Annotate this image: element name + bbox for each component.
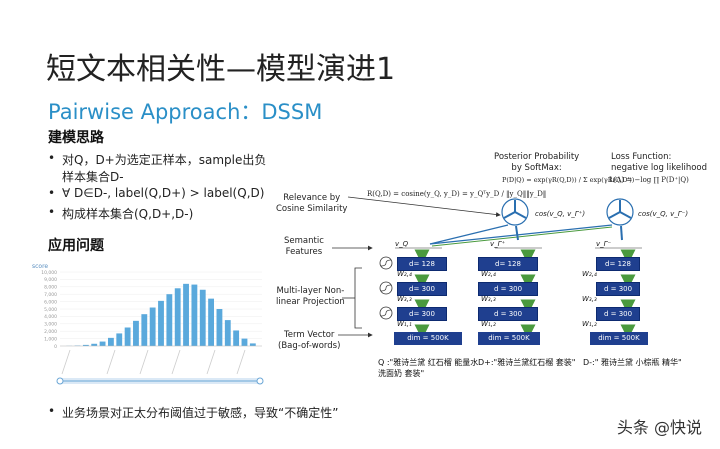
chart-bar xyxy=(241,338,248,346)
cosine-node-negative xyxy=(606,198,634,226)
wdn-3: W₁,₂ xyxy=(582,320,597,328)
cosine-node-positive xyxy=(501,198,529,226)
range-slider-left-handle[interactable] xyxy=(56,377,64,385)
q-input-dim: dim = 500K xyxy=(394,332,462,345)
wdp-2: W₃,₃ xyxy=(481,295,496,303)
vq-label: v_Q xyxy=(395,240,409,248)
posterior-formula: P(D|Q) = exp(γR(Q,D)) / Σ exp(γR(Q,D')) xyxy=(502,176,635,184)
wdp-1: W₂,₄ xyxy=(481,270,496,278)
activation-icons xyxy=(379,256,393,320)
chart-bar xyxy=(166,294,173,346)
chart-bar xyxy=(141,314,148,346)
range-slider-right-handle[interactable] xyxy=(256,377,264,385)
wq-3: W₁,₁ xyxy=(397,320,412,328)
chart-bar xyxy=(124,327,131,346)
y-tick-label: 2,000 xyxy=(44,329,57,335)
vq-to-cos-pos xyxy=(429,224,509,245)
loss-formula: L(Λ) = −log ∏ P(D⁺|Q) xyxy=(609,176,689,184)
cos-positive-label: cos(v_Q, v_Γ⁺) xyxy=(535,210,586,218)
chart-bar xyxy=(191,284,198,346)
chart-bar xyxy=(149,307,156,346)
section-application-issues: 应用问题 xyxy=(48,238,104,254)
x-tick-labels xyxy=(61,349,246,375)
projection-bracket xyxy=(354,267,362,329)
dp-layer-128: d= 128 xyxy=(478,257,538,271)
chart-title: score xyxy=(32,263,48,270)
dn-layer-300b: d = 300 xyxy=(596,307,640,321)
y-tick-label: 7,000 xyxy=(44,292,57,298)
dssm-diagram xyxy=(332,196,642,340)
y-tick-label: 4,000 xyxy=(44,314,57,320)
relevance-formula: R(Q,D) = cosine(y_Q, y_D) = y_Qᵀy_D / ‖y… xyxy=(367,190,547,198)
chart-bar xyxy=(91,343,98,346)
chart-bar xyxy=(133,320,139,346)
wq-2: W₃,₃ xyxy=(397,295,412,303)
y-tick-label: 1,000 xyxy=(44,336,57,342)
bullet-2: ∀ D∈D-, label(Q,D+) > label(Q,D) xyxy=(48,186,264,200)
chart-bars xyxy=(66,283,256,346)
dn-layer-128: d= 128 xyxy=(596,257,640,271)
section-modeling-idea: 建模思路 xyxy=(48,130,104,146)
vdp-label: v_Γ⁺ xyxy=(490,240,506,248)
layer-flow-arrows xyxy=(414,249,636,340)
chart-bar xyxy=(158,300,164,346)
bullet-1-continued: 样本集合D- xyxy=(62,170,124,184)
query-d-negative: D-:" 雅诗兰黛 小棕瓶 精华" xyxy=(583,358,682,367)
wdp-3: W₁,₂ xyxy=(481,320,496,328)
dn-layer-300a: d = 300 xyxy=(596,282,640,296)
wdn-1: W₂,₄ xyxy=(582,270,597,278)
chart-bar xyxy=(224,320,231,346)
y-tick-label: 9,000 xyxy=(44,277,57,283)
chart-bar xyxy=(107,337,114,346)
label-term-vector: Term Vector(Bag-of-words) xyxy=(278,330,341,351)
vdn-label: v_Γ⁻ xyxy=(596,240,612,248)
chart-bar xyxy=(183,283,189,346)
y-tick-label: 5,000 xyxy=(44,307,57,313)
chart-bar xyxy=(208,298,215,346)
y-tick-label: 6,000 xyxy=(44,299,57,305)
chart-bar xyxy=(174,288,181,346)
dp-input-dim: dim = 500K xyxy=(478,332,540,345)
vq-to-cos-neg-green xyxy=(431,226,613,247)
relevance-arrow xyxy=(347,196,501,217)
chart-bar xyxy=(216,309,223,346)
slide-title: 短文本相关性—模型演进1 xyxy=(46,52,396,87)
bullet-1: 对Q，D+为选定正样本，sample出负 xyxy=(48,151,266,168)
watermark-text: 头条 @快说 xyxy=(616,418,702,437)
q-layer-300b: d= 300 xyxy=(397,307,447,321)
label-multilayer-projection: Multi-layer Non-linear Projection xyxy=(276,286,345,307)
chart-bar xyxy=(82,344,89,346)
chart-bar xyxy=(99,341,106,346)
cos-negative-label: cos(v_Q, v_Γ⁻) xyxy=(638,210,689,218)
chart-bar xyxy=(116,333,123,346)
query-q: Q :"雅诗兰黛 红石榴 能量水洗面奶 套装" xyxy=(378,358,479,378)
bullet-3: 构成样本集合(Q,D+,D-) xyxy=(48,205,193,222)
dn-input-dim: dim = 500K xyxy=(590,332,648,345)
dp-layer-300b: d = 300 xyxy=(478,307,538,321)
wq-1: W₂,₄ xyxy=(397,270,412,278)
chart-bar xyxy=(199,289,206,346)
y-tick-label: 0 xyxy=(54,344,57,350)
chart-bar xyxy=(249,343,256,346)
y-tick-label: 8,000 xyxy=(44,285,57,291)
dp-layer-300a: d = 300 xyxy=(478,282,538,296)
chart-bar xyxy=(233,330,240,346)
bullet-bottom: 业务场景对正太分布阈值过于敏感，导致“不确定性” xyxy=(48,404,338,421)
vq-to-cos-neg xyxy=(429,224,613,245)
q-layer-300a: d= 300 xyxy=(397,282,447,296)
wdn-2: W₃,₃ xyxy=(582,295,597,303)
label-loss: Loss Function:negative log likelihood xyxy=(611,152,708,173)
query-d-positive: D+:"雅诗兰黛红石榴 套装" xyxy=(478,358,576,367)
slide-subtitle: Pairwise Approach：DSSM xyxy=(48,100,323,124)
vdn-to-cos xyxy=(620,225,623,241)
y-tick-label: 3,000 xyxy=(44,322,57,328)
y-tick-label: 10,000 xyxy=(41,270,57,276)
q-layer-128: d= 128 xyxy=(397,257,447,271)
vdp-to-cos xyxy=(515,225,519,241)
